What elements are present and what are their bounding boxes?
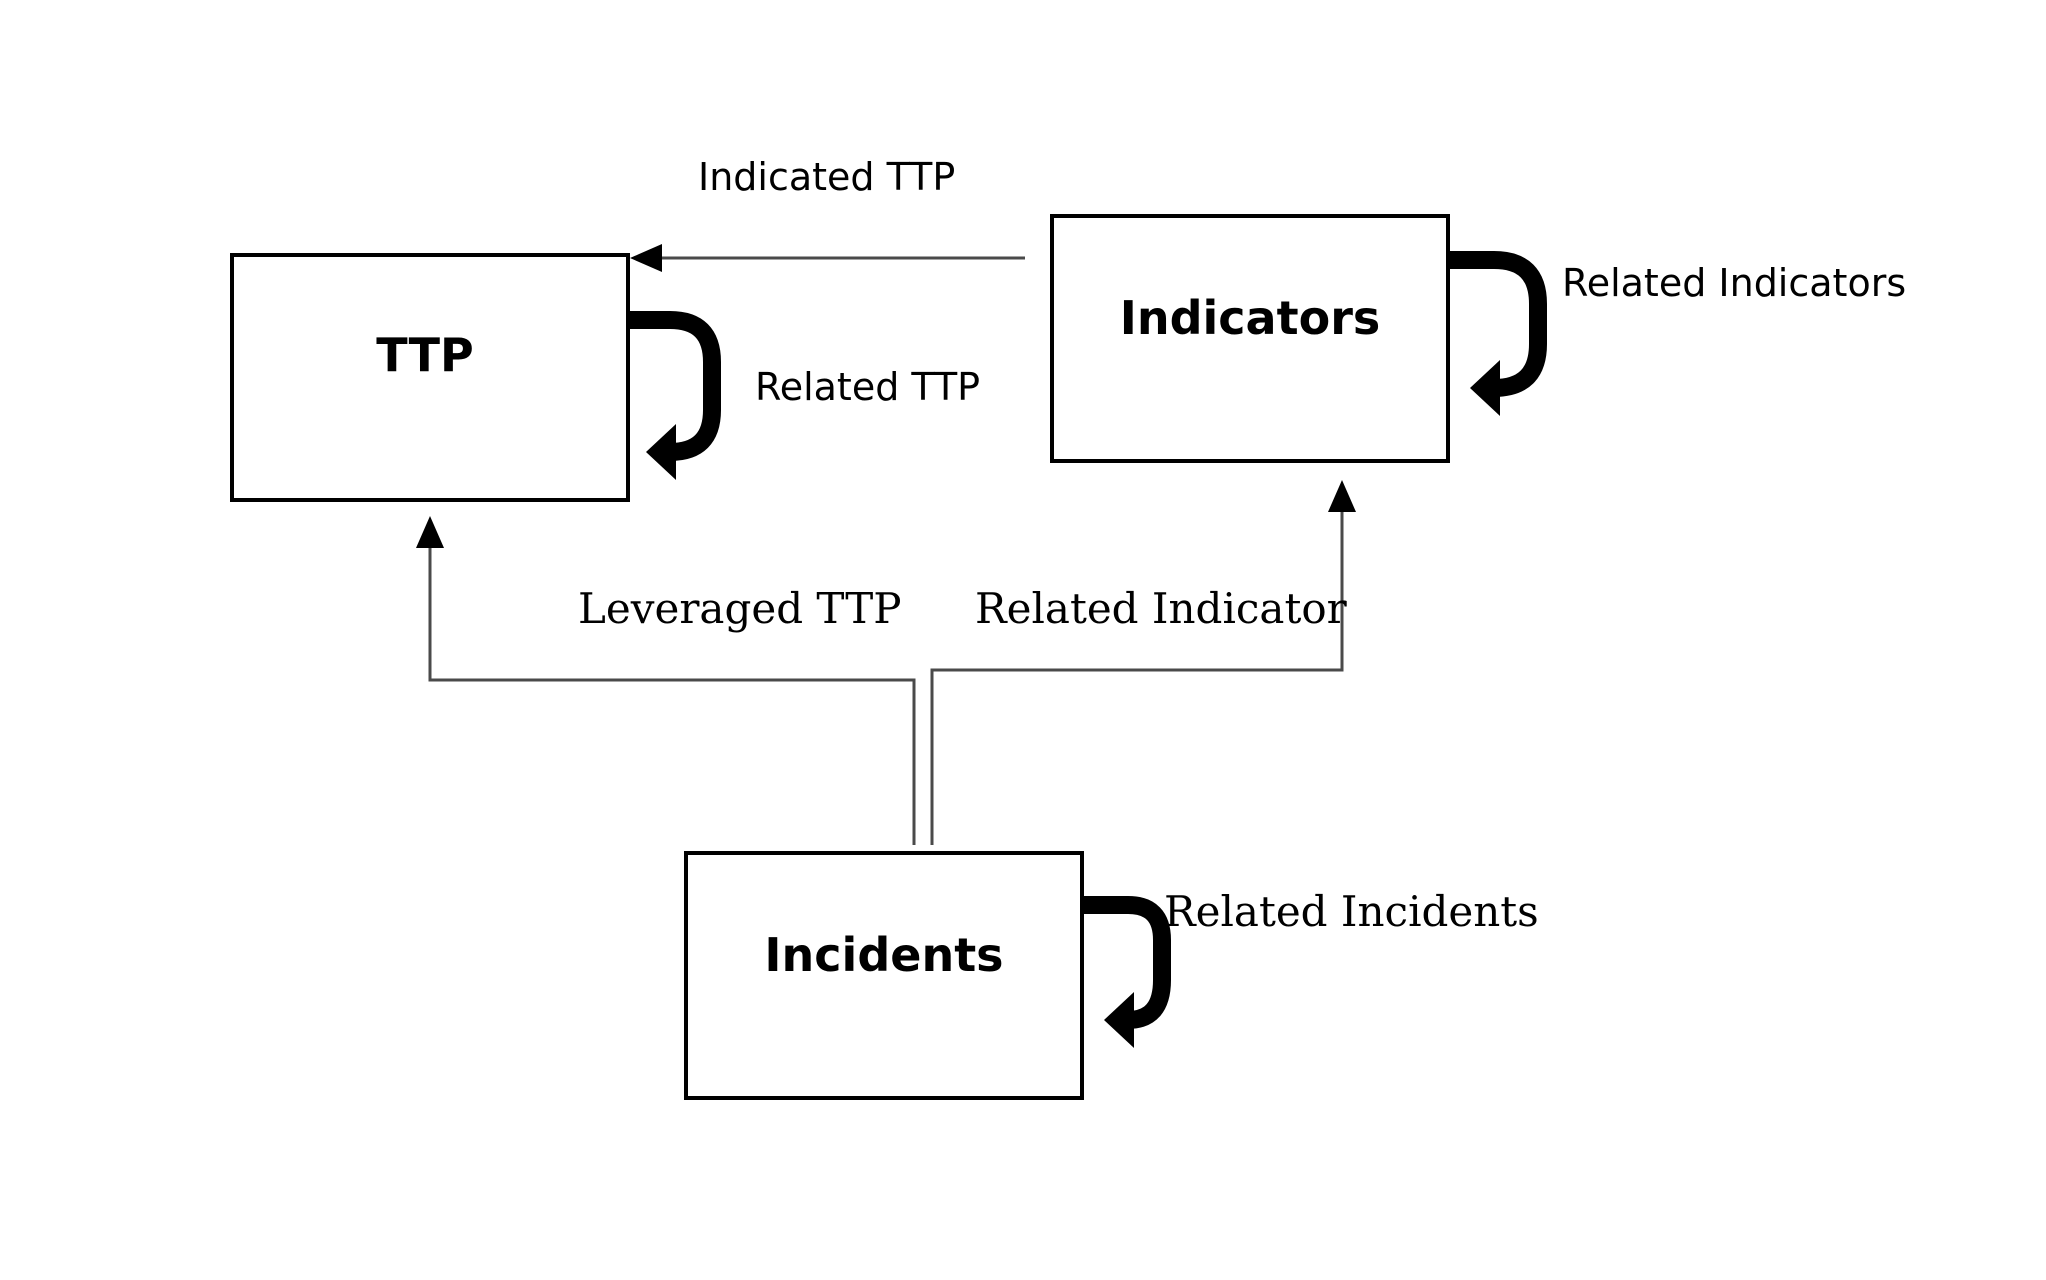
node-incidents-box bbox=[684, 851, 1084, 1100]
node-indicators[interactable]: Indicators bbox=[1050, 214, 1450, 463]
loop-arrow-head-icon bbox=[1470, 360, 1500, 416]
node-ttp-box bbox=[230, 253, 630, 502]
edge-related-indicator-line bbox=[930, 500, 1344, 845]
node-ttp-label: TTP bbox=[376, 328, 474, 382]
loop-arrow-icon bbox=[1084, 896, 1171, 1029]
edge-related-indicator-label: Related Indicator bbox=[975, 584, 1348, 633]
edge-leveraged-ttp-label: Leveraged TTP bbox=[578, 584, 902, 633]
edge-leveraged-ttp: Leveraged TTP bbox=[416, 516, 916, 845]
node-indicators-box bbox=[1050, 214, 1450, 463]
edge-related-ttp-label: Related TTP bbox=[755, 365, 980, 409]
self-loop-related-indicators: Related Indicators bbox=[1450, 251, 1906, 416]
loop-arrow-icon bbox=[630, 311, 721, 461]
self-loop-related-ttp: Related TTP bbox=[630, 311, 980, 480]
arrow-left-icon bbox=[630, 244, 662, 272]
arrow-up-icon bbox=[1328, 480, 1356, 512]
loop-arrow-icon bbox=[1450, 251, 1547, 397]
node-ttp[interactable]: TTP bbox=[230, 253, 630, 502]
edge-indicated-ttp-label: Indicated TTP bbox=[698, 155, 955, 199]
edge-leveraged-ttp-line bbox=[428, 535, 916, 845]
edge-indicated-ttp: Indicated TTP bbox=[630, 155, 1025, 272]
self-loop-related-incidents: Related Incidents bbox=[1084, 887, 1539, 1048]
loop-arrow-head-icon bbox=[646, 424, 676, 480]
node-incidents[interactable]: Incidents bbox=[684, 851, 1084, 1100]
node-indicators-label: Indicators bbox=[1120, 291, 1381, 345]
edge-related-indicator: Related Indicator bbox=[930, 480, 1356, 845]
edge-related-indicators-label: Related Indicators bbox=[1562, 261, 1906, 305]
arrow-up-icon bbox=[416, 516, 444, 548]
loop-arrow-head-icon bbox=[1104, 992, 1134, 1048]
edge-related-incidents-label: Related Incidents bbox=[1164, 887, 1539, 936]
node-incidents-label: Incidents bbox=[764, 928, 1003, 982]
